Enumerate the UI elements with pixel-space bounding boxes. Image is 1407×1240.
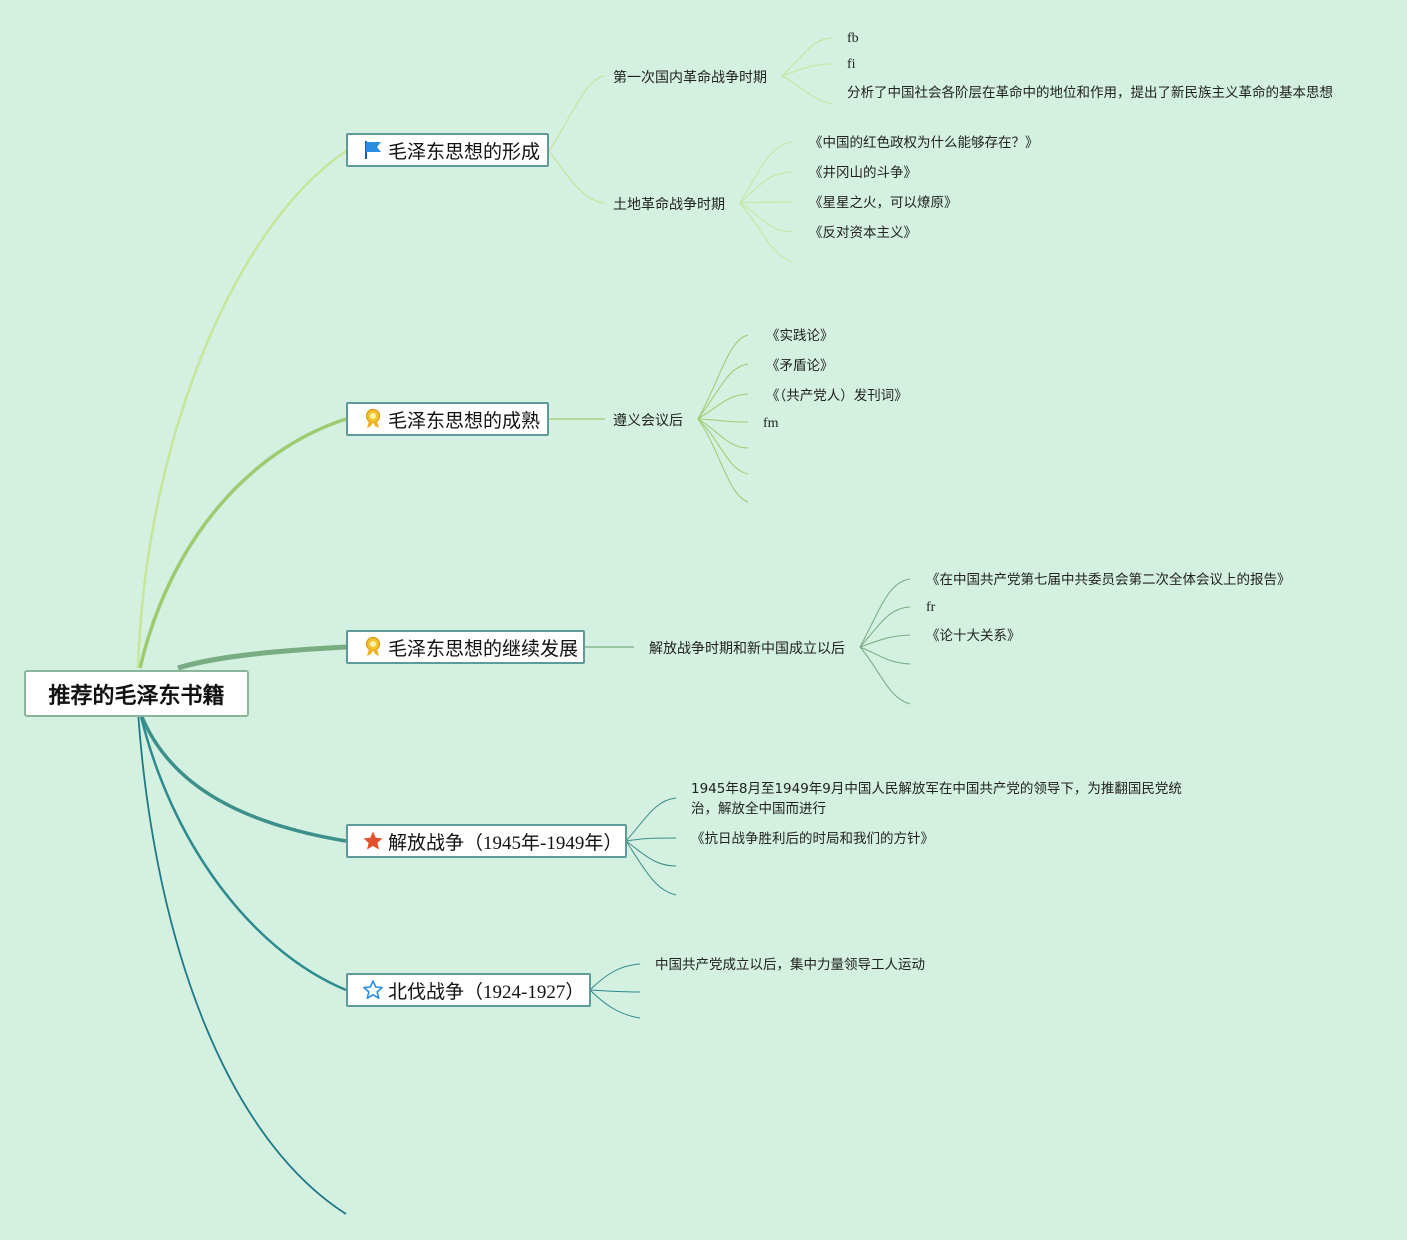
root-topic[interactable]: 推荐的毛泽东书籍 [24,670,249,717]
leaf-topic[interactable]: 《矛盾论》 [766,358,834,374]
branch-label: 北伐战争（1924-1927） [388,981,585,1003]
sub-topic[interactable]: 解放战争时期和新中国成立以后 [649,641,845,657]
connector-root-branch-3 [177,644,347,671]
leaf-topic[interactable]: 《中国的红色政权为什么能够存在？》 [809,135,1039,151]
branch-liberation-war[interactable]: 解放战争（1945年-1949年） [346,824,627,858]
branch-label: 毛泽东思想的成熟 [388,410,541,432]
medal-icon [362,408,384,430]
leaf-topic[interactable]: 《（共产党人）发刊词》 [766,388,908,404]
leaf-topic[interactable]: 《星星之火，可以燎原》 [809,195,958,211]
sub-topic[interactable]: 土地革命战争时期 [613,197,725,213]
flag-icon [362,139,384,161]
leaf-topic[interactable]: 《在中国共产党第七届中共委员会第二次全体会议上的报告》 [926,572,1291,588]
leaf-topic[interactable]: 《反对资本主义》 [809,225,917,241]
leaf-topic[interactable]: 《论十大关系》 [926,628,1021,644]
leaf-topic[interactable]: fm [763,416,779,431]
branch-northern-expedition[interactable]: 北伐战争（1924-1927） [346,973,591,1007]
star-filled-icon [362,830,384,852]
branch-label: 毛泽东思想的继续发展 [388,638,579,660]
leaf-topic[interactable]: 《实践论》 [766,328,834,344]
connector-root-branch-6 [137,711,347,1215]
connector-root-branch-5 [138,711,347,992]
leaf-topic[interactable]: fi [847,57,856,72]
sub-topic[interactable]: 遵义会议后 [613,413,683,429]
leaf-topic[interactable]: 《井冈山的斗争》 [809,165,917,181]
branch-maturity[interactable]: 毛泽东思想的成熟 [346,402,549,436]
leaf-topic[interactable]: fr [926,600,936,615]
connector-root-branch-4 [138,711,347,843]
medal-icon [362,636,384,658]
star-outline-icon [362,979,384,1001]
leaf-topic[interactable]: 《抗日战争胜利后的时局和我们的方针》 [691,831,934,847]
connector-root-branch-2 [138,417,347,669]
branch-label: 毛泽东思想的形成 [388,141,541,163]
branch-development[interactable]: 毛泽东思想的继续发展 [346,630,585,664]
connector-root-branch-1 [136,149,347,669]
leaf-topic[interactable]: 中国共产党成立以后，集中力量领导工人运动 [655,957,925,973]
leaf-topic[interactable]: 1945年8月至1949年9月中国人民解放军在中国共产党的领导下，为推翻国民党统… [691,781,1182,817]
branch-formation[interactable]: 毛泽东思想的形成 [346,133,549,167]
sub-topic[interactable]: 第一次国内革命战争时期 [613,70,767,86]
branch-label: 解放战争（1945年-1949年） [388,832,623,854]
leaf-topic[interactable]: fb [847,31,859,46]
leaf-topic[interactable]: 分析了中国社会各阶层在革命中的地位和作用，提出了新民族主义革命的基本思想 [847,85,1333,101]
